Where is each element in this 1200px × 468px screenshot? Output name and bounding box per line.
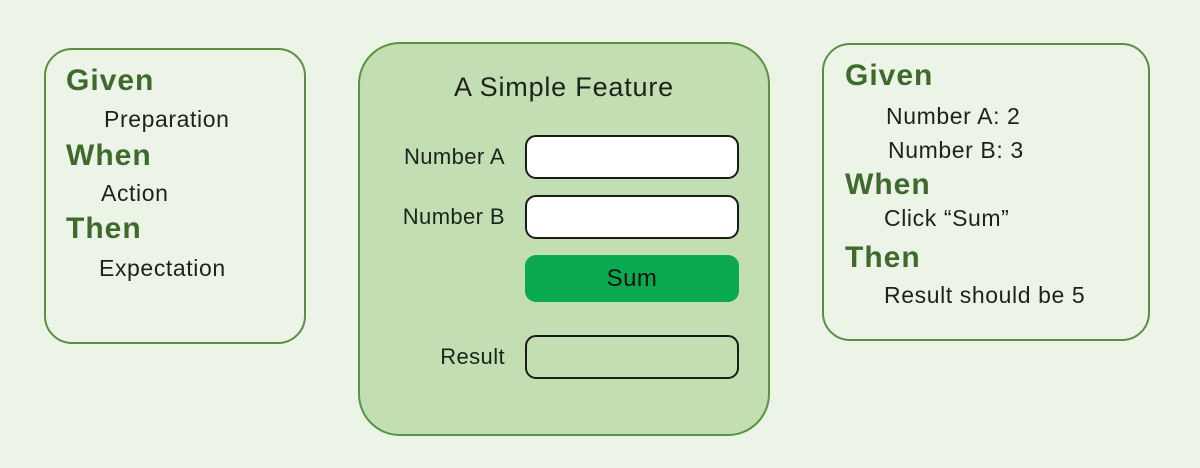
detail-preparation: Preparation	[104, 106, 230, 132]
number-b-input[interactable]	[525, 195, 739, 239]
number-a-label: Number A	[403, 144, 505, 169]
sum-button[interactable]: Sum	[525, 255, 739, 302]
detail-expected-result: Result should be 5	[884, 282, 1086, 308]
result-label: Result	[440, 344, 505, 369]
keyword-then: Then	[845, 241, 921, 274]
keyword-given: Given	[845, 59, 934, 92]
keyword-then: Then	[66, 212, 142, 245]
keyword-when: When	[845, 168, 931, 201]
detail-number-b: Number B: 3	[888, 137, 1024, 163]
gherkin-template-panel: Given Preparation When Action Then Expec…	[44, 48, 306, 344]
keyword-when: When	[66, 139, 152, 172]
detail-expectation: Expectation	[99, 255, 226, 281]
keyword-given: Given	[66, 64, 155, 97]
detail-number-a: Number A: 2	[886, 103, 1021, 129]
number-a-input[interactable]	[525, 135, 739, 179]
feature-title: A Simple Feature	[454, 72, 674, 102]
detail-click-sum: Click “Sum”	[884, 205, 1010, 231]
result-output-field	[525, 335, 739, 379]
number-b-label: Number B	[402, 204, 505, 229]
scenario-example-panel: Given Number A: 2 Number B: 3 When Click…	[822, 43, 1150, 341]
detail-action: Action	[101, 180, 169, 206]
feature-panel: A Simple Feature Number A Number B Sum R…	[358, 42, 770, 436]
